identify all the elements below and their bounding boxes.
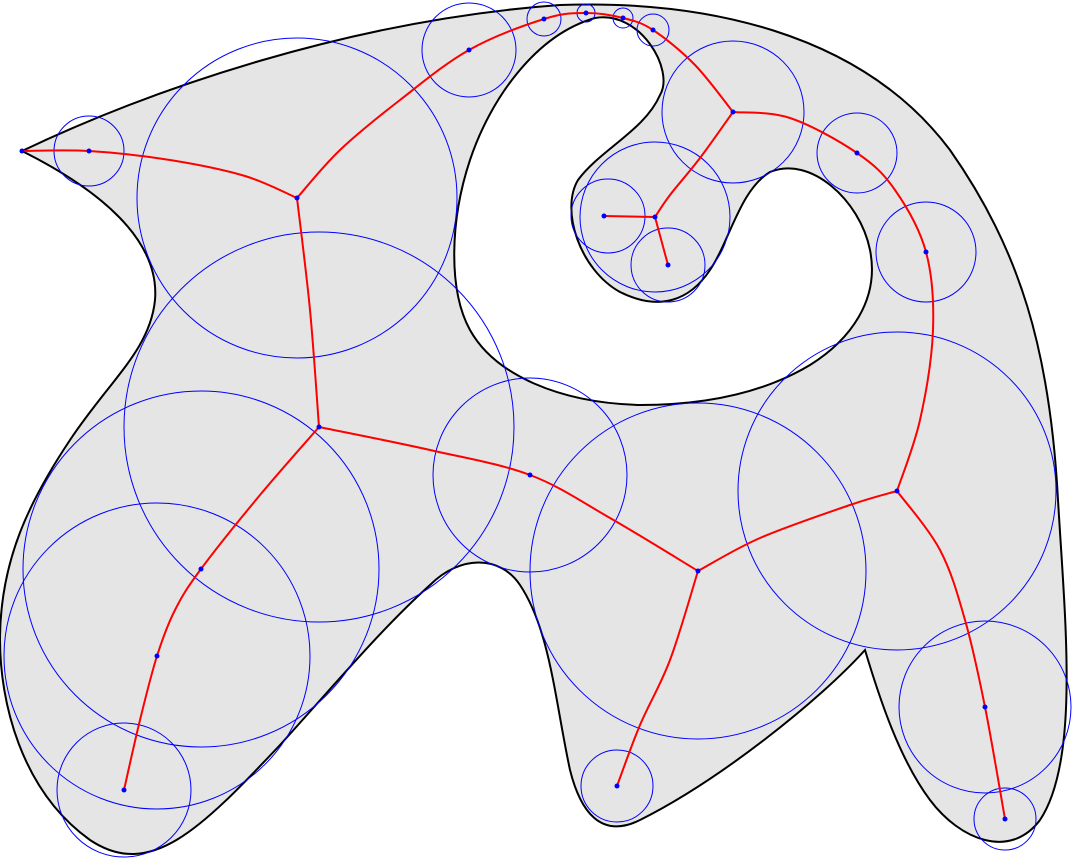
- inscribed-circle-22: [898, 620, 1072, 794]
- point-end-hook-down: [665, 262, 671, 268]
- point-end-hook-left: [601, 213, 607, 219]
- inscribed-circle-20: [580, 749, 654, 823]
- medial-axis-branch-7: [296, 197, 320, 428]
- point-end-bottom-left: [121, 787, 127, 793]
- sample-point-17: [620, 15, 626, 21]
- sample-point-13: [86, 148, 92, 154]
- sample-point-15: [541, 16, 547, 22]
- inscribed-circle-18: [56, 722, 192, 858]
- shape-outline: [0, 3, 1068, 856]
- sample-point-23: [154, 653, 160, 659]
- sample-point-19: [854, 150, 860, 156]
- inscribed-circle-14: [123, 231, 515, 623]
- medial-axis-branch-11: [616, 570, 699, 787]
- inscribed-circle-7: [636, 13, 670, 47]
- sample-point-20: [923, 249, 929, 255]
- medial-axis-points: [19, 10, 1008, 822]
- medial-axis-branch-9: [697, 490, 898, 572]
- inscribed-circle-9: [816, 112, 898, 194]
- inscribed-circle-8: [661, 40, 805, 184]
- point-j-inner: [730, 109, 736, 115]
- sample-point-22: [198, 566, 204, 572]
- shape-region: [0, 3, 1068, 856]
- sample-point-16: [583, 10, 589, 16]
- sample-point-14: [466, 47, 472, 53]
- medial-axis-branch-3: [732, 111, 935, 492]
- point-tip-left: [19, 148, 25, 154]
- medial-axis-branch-5: [603, 215, 656, 218]
- inscribed-circle-23: [973, 787, 1037, 851]
- point-j-hook: [652, 214, 658, 220]
- medial-axis-branch-6: [654, 216, 669, 266]
- medial-axis-branch-12: [896, 490, 1006, 820]
- point-j-right: [894, 488, 900, 494]
- sample-point-18: [650, 27, 656, 33]
- inscribed-circles: [3, 1, 1072, 858]
- medial-axis-branch-2: [296, 11, 734, 199]
- medial-axis-branch-10: [123, 426, 320, 791]
- inscribed-circle-2: [136, 37, 458, 359]
- inscribed-circle-17: [3, 502, 311, 810]
- inscribed-circle-13: [630, 227, 706, 303]
- sample-point-24: [982, 704, 988, 710]
- point-j-upper-left: [294, 195, 300, 201]
- point-j-middle: [695, 568, 701, 574]
- inscribed-circle-3: [421, 2, 517, 98]
- inscribed-circle-21: [737, 331, 1057, 651]
- inscribed-circle-10: [875, 201, 977, 303]
- point-j-center: [316, 424, 322, 430]
- medial-axis-branch-1: [21, 149, 298, 199]
- point-end-bottom-right: [1002, 816, 1008, 822]
- inscribed-circle-16: [22, 390, 380, 748]
- inscribed-circle-6: [612, 7, 634, 29]
- inscribed-circle-4: [526, 1, 562, 37]
- inscribed-circle-19: [529, 402, 867, 740]
- sample-point-21: [527, 472, 533, 478]
- point-end-bottom-mid: [614, 783, 620, 789]
- medial-axis-branch-4: [654, 111, 734, 218]
- medial-axis-branches: [21, 11, 1006, 820]
- inscribed-circle-11: [579, 141, 731, 293]
